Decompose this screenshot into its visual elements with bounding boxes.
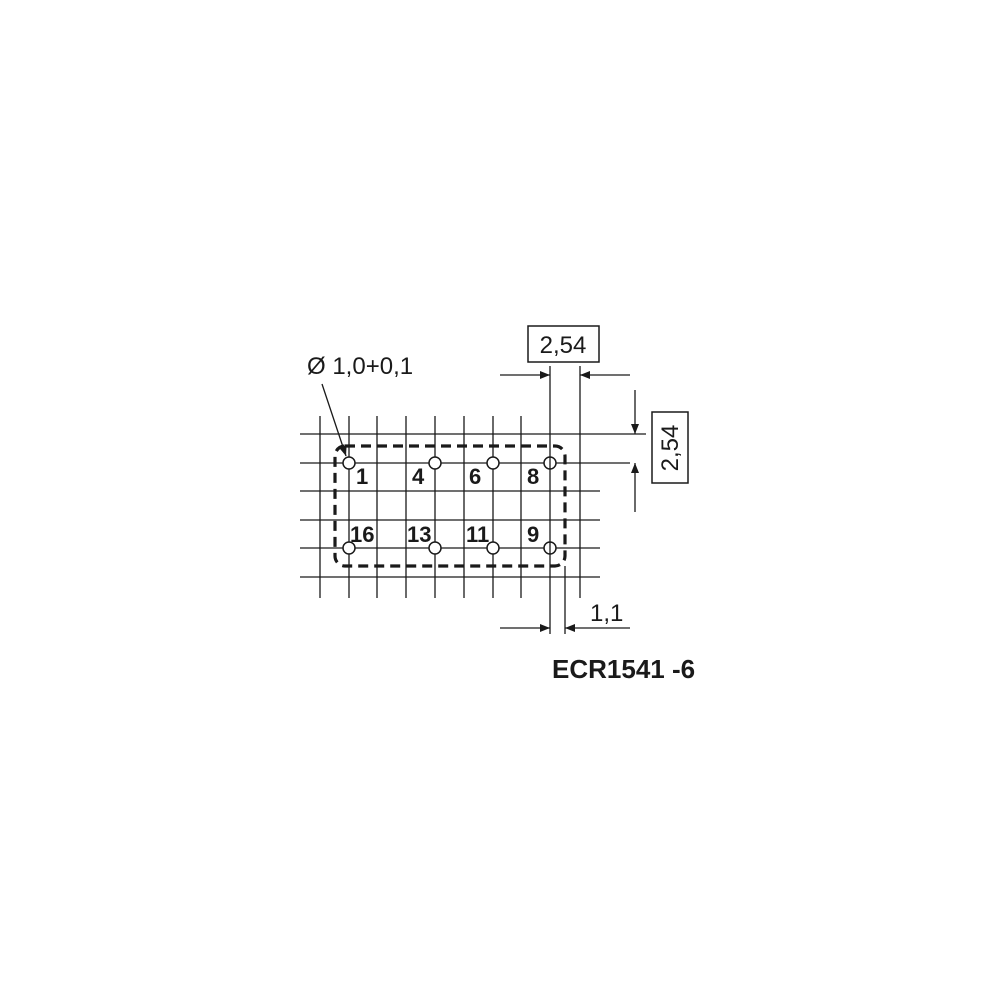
- pin-label: 11: [466, 522, 489, 547]
- vertical-pitch-dimension: 2,54: [600, 390, 689, 512]
- component-outline: [333, 444, 567, 568]
- horizontal-pitch-label: 2,54: [540, 332, 587, 359]
- pin-hole: [428, 456, 442, 470]
- pin-label: 1: [356, 464, 368, 489]
- pin-hole: [342, 456, 356, 470]
- pin-hole: [486, 456, 500, 470]
- vertical-pitch-label: 2,54: [657, 425, 684, 472]
- pin-holes: [342, 456, 557, 555]
- pin-label: 6: [469, 464, 481, 489]
- pin-hole: [342, 541, 356, 555]
- pin-hole: [428, 541, 442, 555]
- pin-label: 16: [350, 522, 374, 547]
- pin-label: 4: [412, 464, 425, 489]
- offset-dimension: 1,1: [500, 566, 630, 634]
- hole-spec-label: Ø 1,0+0,1: [307, 353, 413, 380]
- offset-label: 1,1: [590, 600, 623, 627]
- hole-spec-leader: [321, 383, 347, 457]
- pin-label: 13: [407, 522, 431, 547]
- grid: [300, 416, 630, 598]
- pin-hole: [486, 541, 500, 555]
- horizontal-pitch-dimension: 2,54: [500, 325, 630, 634]
- part-code: ECR1541 -6: [552, 654, 695, 684]
- pin-label: 8: [527, 464, 539, 489]
- pin-label: 9: [527, 522, 539, 547]
